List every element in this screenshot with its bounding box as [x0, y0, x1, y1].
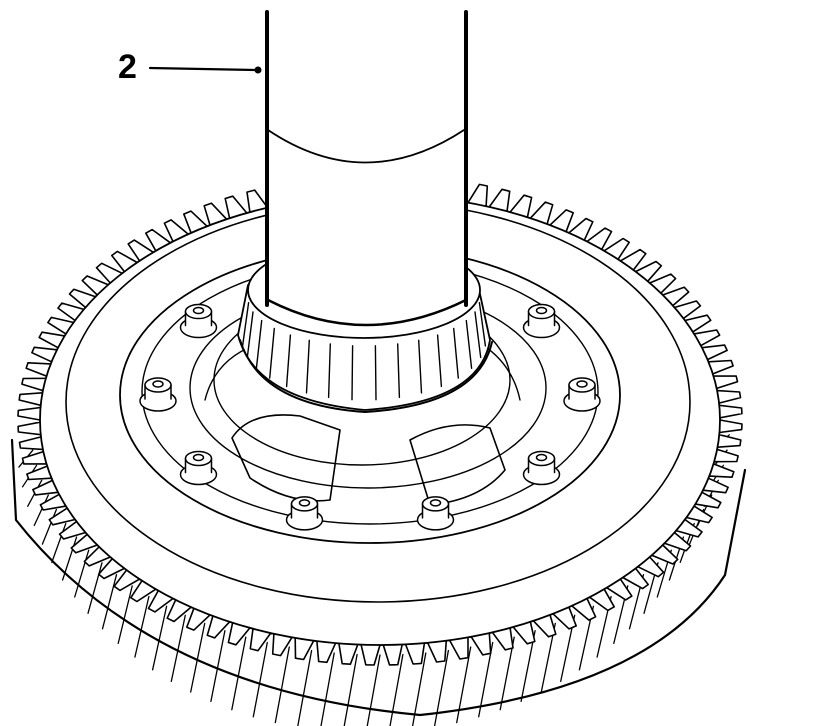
helical-tooth-line	[170, 614, 186, 683]
flange-bolt	[179, 303, 218, 339]
flange-bolt	[285, 496, 324, 531]
press-tool-shaft	[266, 10, 466, 305]
bolt-head-top	[568, 377, 596, 393]
bearing-roller	[478, 302, 487, 347]
callout-leader-line	[148, 66, 258, 72]
callout-number: 2	[118, 48, 137, 86]
bearing-roller	[327, 343, 331, 399]
bolt-head-top	[290, 496, 319, 512]
helical-tooth-line	[389, 653, 404, 726]
bearing-seat	[239, 339, 493, 413]
helical-tooth-line	[320, 652, 335, 726]
bearing-roller	[397, 343, 401, 399]
helical-tooth-line	[151, 605, 168, 671]
helical-tooth-line	[297, 649, 313, 726]
helical-tooth-line	[456, 646, 472, 724]
helical-tooth-line	[61, 536, 78, 581]
press-tool-chamfer	[267, 129, 465, 164]
bearing-rollers	[241, 302, 487, 401]
helical-tooth-line	[411, 652, 427, 726]
bolt-socket	[152, 380, 164, 388]
helical-tooth-line	[274, 646, 290, 724]
helical-tooth-line	[252, 641, 268, 718]
bolt-head-top	[184, 450, 213, 467]
helical-tooth-line	[210, 630, 226, 703]
helical-tooth-line	[101, 574, 118, 630]
helical-tooth-line	[33, 494, 49, 527]
bolt-socket	[192, 306, 205, 315]
flange-bolt	[416, 496, 455, 531]
helical-tooth-line	[190, 622, 206, 693]
bearing-roller	[374, 345, 377, 401]
helical-tooth-line	[433, 649, 450, 726]
bearing-roller	[351, 345, 354, 401]
flange-bolts	[139, 303, 601, 531]
helical-tooth-line	[366, 654, 381, 726]
callout-leader-dot	[254, 66, 262, 74]
bearing-roller	[418, 339, 423, 394]
bolt-head-top	[527, 450, 556, 467]
bolt-socket	[298, 499, 311, 507]
housing-window-left	[231, 414, 341, 502]
bearing-roller	[305, 339, 310, 394]
bolt-socket	[576, 380, 588, 388]
flange-bolt	[179, 450, 218, 486]
helical-tooth-line	[478, 641, 494, 718]
bearing-roller	[269, 327, 275, 379]
helical-tooth-line	[231, 636, 247, 711]
bearing-roller	[246, 311, 254, 359]
housing-window-right	[409, 424, 506, 506]
bearing-roller	[436, 334, 443, 388]
helical-tooth-line	[117, 585, 133, 645]
bearing-roller	[241, 302, 250, 347]
press-tool-face	[266, 298, 468, 327]
bolt-head-top	[184, 303, 213, 320]
helical-tooth-line	[134, 595, 150, 658]
bearing-roller	[255, 319, 263, 369]
bolt-socket	[535, 306, 548, 315]
helical-tooth-line	[74, 549, 90, 598]
bolt-socket	[429, 499, 442, 507]
bearing-roller	[474, 311, 482, 359]
flange-bolt	[563, 377, 601, 412]
bolt-head-top	[144, 377, 172, 393]
bearing-roller	[285, 334, 292, 388]
helical-tooth-line	[41, 508, 58, 545]
helical-tooth-line	[87, 562, 103, 614]
bolt-head-top	[527, 303, 556, 320]
helical-tooth-line	[343, 653, 358, 726]
helical-tooth-line	[51, 522, 67, 564]
bolt-socket	[192, 453, 205, 462]
bolt-head-top	[421, 496, 450, 512]
flange-bolt	[522, 303, 561, 339]
helical-tooth-line	[499, 636, 515, 711]
flange-bolt	[522, 450, 561, 486]
bearing-roller	[465, 319, 473, 369]
bearing-roller	[453, 327, 459, 379]
flange-bolt	[139, 377, 177, 412]
bolt-socket	[535, 453, 548, 462]
